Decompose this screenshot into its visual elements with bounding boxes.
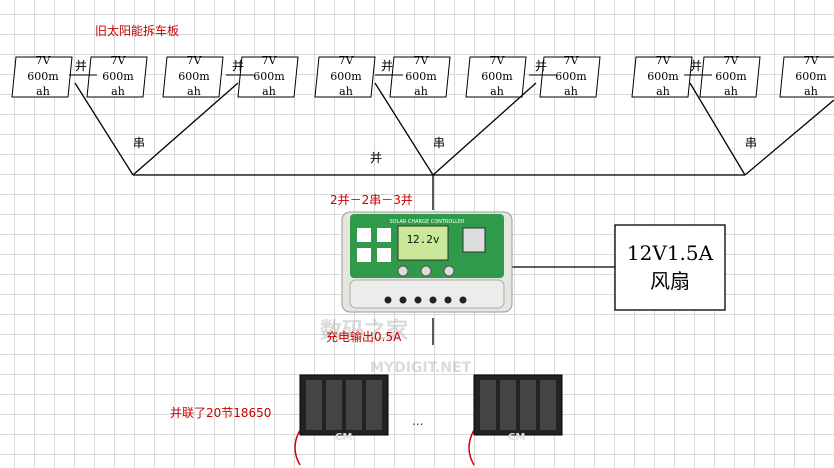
controller-display-value: 12.2v [406, 233, 439, 246]
panel-unit: ah [36, 85, 50, 98]
battery-parallel-label: 并联了20节18650 [170, 406, 271, 420]
panel-unit: ah [414, 85, 428, 98]
panel-unit: ah [262, 85, 276, 98]
solar-panel: 7V 600m ah [699, 54, 761, 98]
charge-output-label: 充电输出0.5A [326, 329, 402, 344]
ellipsis: ... [412, 414, 423, 428]
solar-panel: 7V 600m ah [539, 54, 601, 98]
panel-voltage: 7V [262, 54, 278, 67]
panel-capacity: 600m [330, 70, 362, 83]
solar-panel-row: 7V 600m ah 7V 600m ah 7V 600m ah 7V 600m ah 7V 600m ah… [11, 54, 834, 98]
solar-panel: 7V 600m ah [465, 54, 527, 98]
panel-unit: ah [111, 85, 125, 98]
series-label-3: 串 [745, 136, 757, 150]
watermark: 数码之家 MYDIGIT.NET [320, 318, 472, 376]
controller-header: SOLAR CHARGE CONTROLLER [389, 219, 465, 225]
usb-ports [462, 227, 486, 253]
panel-voltage: 7V [804, 54, 820, 67]
fan-spec: 12V1.5A [627, 241, 714, 265]
fan-label: 风扇 [650, 269, 690, 293]
controller-button-1 [397, 265, 409, 277]
solar-panel: 7V 600m ah [237, 54, 299, 98]
solar-panel: 7V 600m ah [631, 54, 693, 98]
solar-panel: 7V 600m ah [11, 54, 73, 98]
solar-charge-controller: SOLAR CHARGE CONTROLLER 12.2v [341, 211, 513, 313]
solar-panel: 7V 600m ah [162, 54, 224, 98]
controller-lcd [397, 225, 449, 261]
panel-unit: ah [724, 85, 738, 98]
panel-capacity: 600m [405, 70, 437, 83]
panel-unit: ah [490, 85, 504, 98]
wiring-lines [74, 82, 834, 345]
parallel-bus-label: 并 [370, 151, 382, 165]
panel-capacity: 600m [27, 70, 59, 83]
controller-button-2 [420, 265, 432, 277]
series-label-1: 串 [133, 136, 145, 150]
panel-capacity: 600m [481, 70, 513, 83]
diagram-title: 旧太阳能拆车板 [95, 23, 179, 38]
panel-unit: ah [564, 85, 578, 98]
solar-panel: 7V 600m ah [314, 54, 376, 98]
panel-capacity: 600m [715, 70, 747, 83]
solar-panel: 7V 600m ah [86, 54, 148, 98]
panel-capacity: 600m [555, 70, 587, 83]
panel-unit: ah [339, 85, 353, 98]
panel-capacity: 600m [647, 70, 679, 83]
parallel-label: 并 [232, 59, 244, 73]
controller-icon-panel [357, 228, 371, 242]
battery-brand-2: CM [508, 432, 525, 443]
parallel-label: 并 [535, 59, 547, 73]
controller-icon-lock [377, 248, 391, 262]
panel-voltage: 7V [111, 54, 127, 67]
panel-voltage: 7V [36, 54, 52, 67]
controller-icon-battery [357, 248, 371, 262]
watermark-logo: 数码之家 [320, 318, 409, 344]
panel-capacity: 600m [102, 70, 134, 83]
fan-box: 12V1.5A 风扇 [614, 224, 726, 311]
config-label: 2并－2串－3并 [330, 193, 413, 207]
panel-capacity: 600m [253, 70, 285, 83]
parallel-label: 并 [381, 59, 393, 73]
panel-voltage: 7V [564, 54, 580, 67]
panel-unit: ah [656, 85, 670, 98]
panel-voltage: 7V [656, 54, 672, 67]
battery-holder-1: CM [294, 374, 389, 466]
panel-voltage: 7V [414, 54, 430, 67]
panel-voltage: 7V [187, 54, 203, 67]
panel-voltage: 7V [339, 54, 355, 67]
panel-unit: ah [804, 85, 818, 98]
solar-panel: 7V 600m ah [779, 54, 834, 98]
controller-button-3 [443, 265, 455, 277]
watermark-url: MYDIGIT.NET [370, 360, 472, 376]
battery-brand-1: CM [335, 432, 352, 443]
parallel-label: 并 [690, 59, 702, 73]
series-label-2: 串 [433, 136, 445, 150]
battery-holder-2: CM [468, 374, 563, 466]
panel-unit: ah [187, 85, 201, 98]
solar-panel: 7V 600m ah [389, 54, 451, 98]
controller-icon-gear [377, 228, 391, 242]
panel-voltage: 7V [724, 54, 740, 67]
parallel-label: 并 [75, 59, 87, 73]
panel-voltage: 7V [490, 54, 506, 67]
panel-capacity: 600m [795, 70, 827, 83]
panel-capacity: 600m [178, 70, 210, 83]
